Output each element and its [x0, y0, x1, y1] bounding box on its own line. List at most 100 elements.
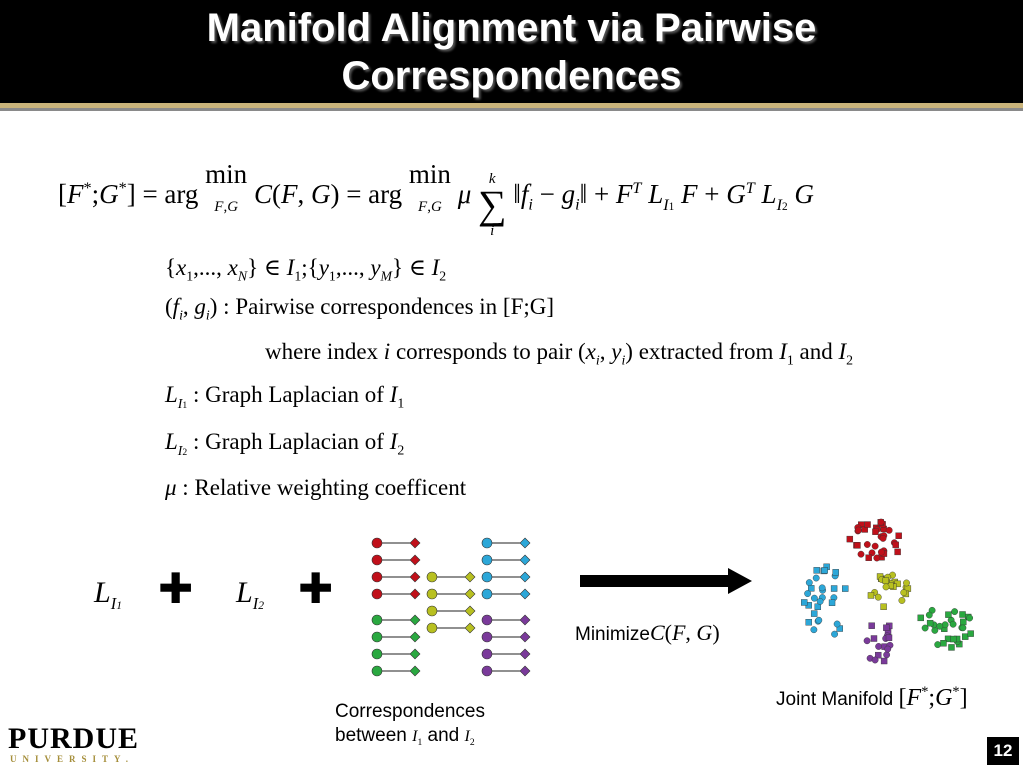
manifold-point: [801, 599, 808, 606]
manifold-point: [805, 619, 812, 626]
node-diamond: [464, 605, 476, 617]
manifold-point: [921, 624, 929, 632]
joint-label: Joint Manifold: [776, 689, 894, 710]
manifold-point: [808, 585, 815, 592]
title-bar: [0, 0, 1023, 103]
where-and: and: [799, 339, 833, 364]
manifold-point: [875, 643, 883, 650]
manifold-point: [857, 550, 865, 558]
node-diamond: [519, 648, 531, 660]
manifold-point: [903, 579, 910, 587]
manifold-point: [892, 541, 899, 549]
manifold-point: [879, 534, 887, 542]
node-circle: [426, 605, 438, 617]
node-circle: [426, 588, 438, 600]
manifold-point: [966, 614, 974, 622]
node-diamond: [519, 554, 531, 566]
manifold-point: [873, 554, 881, 562]
slide-number: 12: [987, 737, 1019, 765]
manifold-point: [846, 535, 854, 543]
manifold-point: [926, 619, 934, 627]
slide-title-line2: Correspondences: [341, 54, 682, 98]
node-circle: [481, 571, 493, 583]
manifold-point: [882, 583, 890, 591]
node-diamond: [519, 665, 531, 677]
manifold-point: [949, 620, 957, 628]
laplacian-I2-symbol: LI2: [236, 576, 264, 613]
where-c: extracted from: [638, 339, 774, 364]
manifold-point: [818, 584, 826, 592]
node-diamond: [409, 614, 421, 626]
node-circle: [371, 614, 383, 626]
manifold-point: [828, 599, 836, 606]
node-diamond: [519, 614, 531, 626]
node-circle: [371, 554, 383, 566]
manifold-point: [870, 635, 878, 642]
correspondences-caption: Correspondences between I1 and I2: [335, 701, 485, 749]
node-circle: [481, 614, 493, 626]
definition-pairs: (fi, gi) : Pairwise correspondences in […: [165, 294, 555, 323]
node-circle: [481, 648, 493, 660]
manifold-point: [813, 567, 820, 574]
corr-line1: Correspondences: [335, 701, 485, 722]
manifold-point: [917, 614, 924, 622]
corr-line2a: between: [335, 725, 407, 746]
node-circle: [481, 665, 493, 677]
manifold-point: [950, 635, 957, 643]
manifold-point: [883, 651, 891, 659]
node-circle: [481, 631, 493, 643]
manifold-point: [882, 577, 890, 584]
manifold-point: [880, 603, 887, 610]
node-diamond: [519, 571, 531, 583]
manifold-point: [831, 630, 838, 638]
manifold-point: [877, 548, 885, 556]
manifold-point: [877, 518, 885, 526]
node-diamond: [519, 537, 531, 549]
purdue-logo-sub: UNIVERSITY.: [10, 754, 134, 764]
manifold-point: [804, 590, 812, 597]
node-diamond: [409, 631, 421, 643]
node-circle: [426, 571, 438, 583]
manifold-point: [833, 620, 841, 628]
correspondence-diagram: [371, 537, 531, 677]
manifold-point: [821, 567, 828, 574]
plus-icon: ✚: [158, 565, 194, 612]
node-circle: [481, 588, 493, 600]
node-diamond: [409, 571, 421, 583]
plus-icon: ✚: [298, 565, 334, 612]
definition-L2: LI2 : Graph Laplacian of I2: [165, 429, 405, 458]
minimize-caption: MinimizeC(F, G): [575, 620, 720, 645]
manifold-point: [951, 608, 959, 616]
manifold-point: [832, 569, 839, 576]
manifold-point: [871, 656, 879, 664]
node-diamond: [464, 622, 476, 634]
node-circle: [371, 631, 383, 643]
manifold-point: [959, 624, 967, 632]
manifold-point: [815, 616, 823, 624]
manifold-point: [875, 651, 882, 659]
manifold-point: [934, 641, 942, 648]
node-circle: [371, 571, 383, 583]
node-diamond: [519, 588, 531, 600]
manifold-point: [936, 622, 944, 630]
manifold-point: [967, 630, 974, 637]
title-underline-gold: [0, 103, 1023, 108]
manifold-point: [962, 633, 969, 640]
sum-lower-limit: i: [490, 223, 495, 239]
where-i: i: [383, 339, 391, 364]
pair-text: Pairwise correspondences in [F;G]: [235, 294, 555, 319]
manifold-point: [874, 593, 882, 601]
node-diamond: [409, 554, 421, 566]
manifold-point: [948, 644, 955, 651]
manifold-point: [925, 611, 933, 619]
node-circle: [426, 622, 438, 634]
manifold-point: [810, 626, 818, 634]
manifold-point: [884, 645, 892, 653]
minimize-arrow: [580, 568, 752, 594]
node-diamond: [409, 648, 421, 660]
node-circle: [371, 665, 383, 677]
manifold-point: [842, 585, 849, 592]
manifold-point: [885, 526, 893, 534]
manifold-point: [810, 594, 818, 602]
